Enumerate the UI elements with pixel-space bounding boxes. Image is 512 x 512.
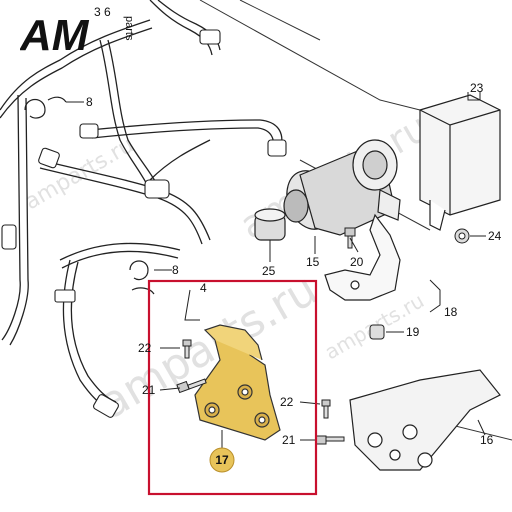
callout-16: 16 (480, 433, 494, 447)
callout-18: 18 (444, 305, 458, 319)
callout-25: 25 (262, 264, 276, 278)
callout-labels: 3 6 8 8 23 24 20 25 15 4 18 19 22 21 22 … (86, 5, 502, 447)
highlight-box (147, 279, 318, 496)
callout-8-mid: 8 (172, 263, 179, 277)
callout-17: 17 (215, 453, 229, 467)
bolts-21-22 (176, 339, 345, 445)
watermark-text-1: amparts.ru (21, 133, 139, 215)
callout-15: 15 (306, 255, 320, 269)
hose-fittings (1, 29, 287, 418)
logo-text: AM (20, 11, 90, 60)
clip-part-8 (24, 96, 155, 295)
callout-3: 3 (94, 5, 101, 19)
callout-22-left: 22 (138, 341, 152, 355)
callout-17-badge: 17 (209, 447, 235, 473)
callout-8-top: 8 (86, 95, 93, 109)
bracket-17-highlighted (194, 324, 281, 441)
callout-23: 23 (470, 81, 484, 95)
brand-logo: AM parts (20, 10, 140, 60)
callout-6: 6 (104, 5, 111, 19)
callout-21-right: 21 (282, 433, 296, 447)
logo-subtext: parts (123, 16, 135, 41)
leader-lines (66, 92, 486, 448)
callout-4: 4 (200, 281, 207, 295)
bracket-18 (324, 213, 401, 301)
pump-assembly-15 (283, 139, 401, 236)
callout-20: 20 (350, 255, 364, 269)
callout-21-left: 21 (142, 383, 156, 397)
callout-22-right: 22 (280, 395, 294, 409)
callout-19: 19 (406, 325, 420, 339)
part-19 (369, 324, 385, 340)
logo-graphic: AM parts (20, 11, 135, 60)
bracket-16 (349, 369, 501, 471)
callout-17-circle (209, 447, 235, 473)
control-module-23 (419, 94, 501, 231)
part-25 (254, 208, 286, 241)
callout-24: 24 (488, 229, 502, 243)
bolt-24 (454, 228, 470, 244)
